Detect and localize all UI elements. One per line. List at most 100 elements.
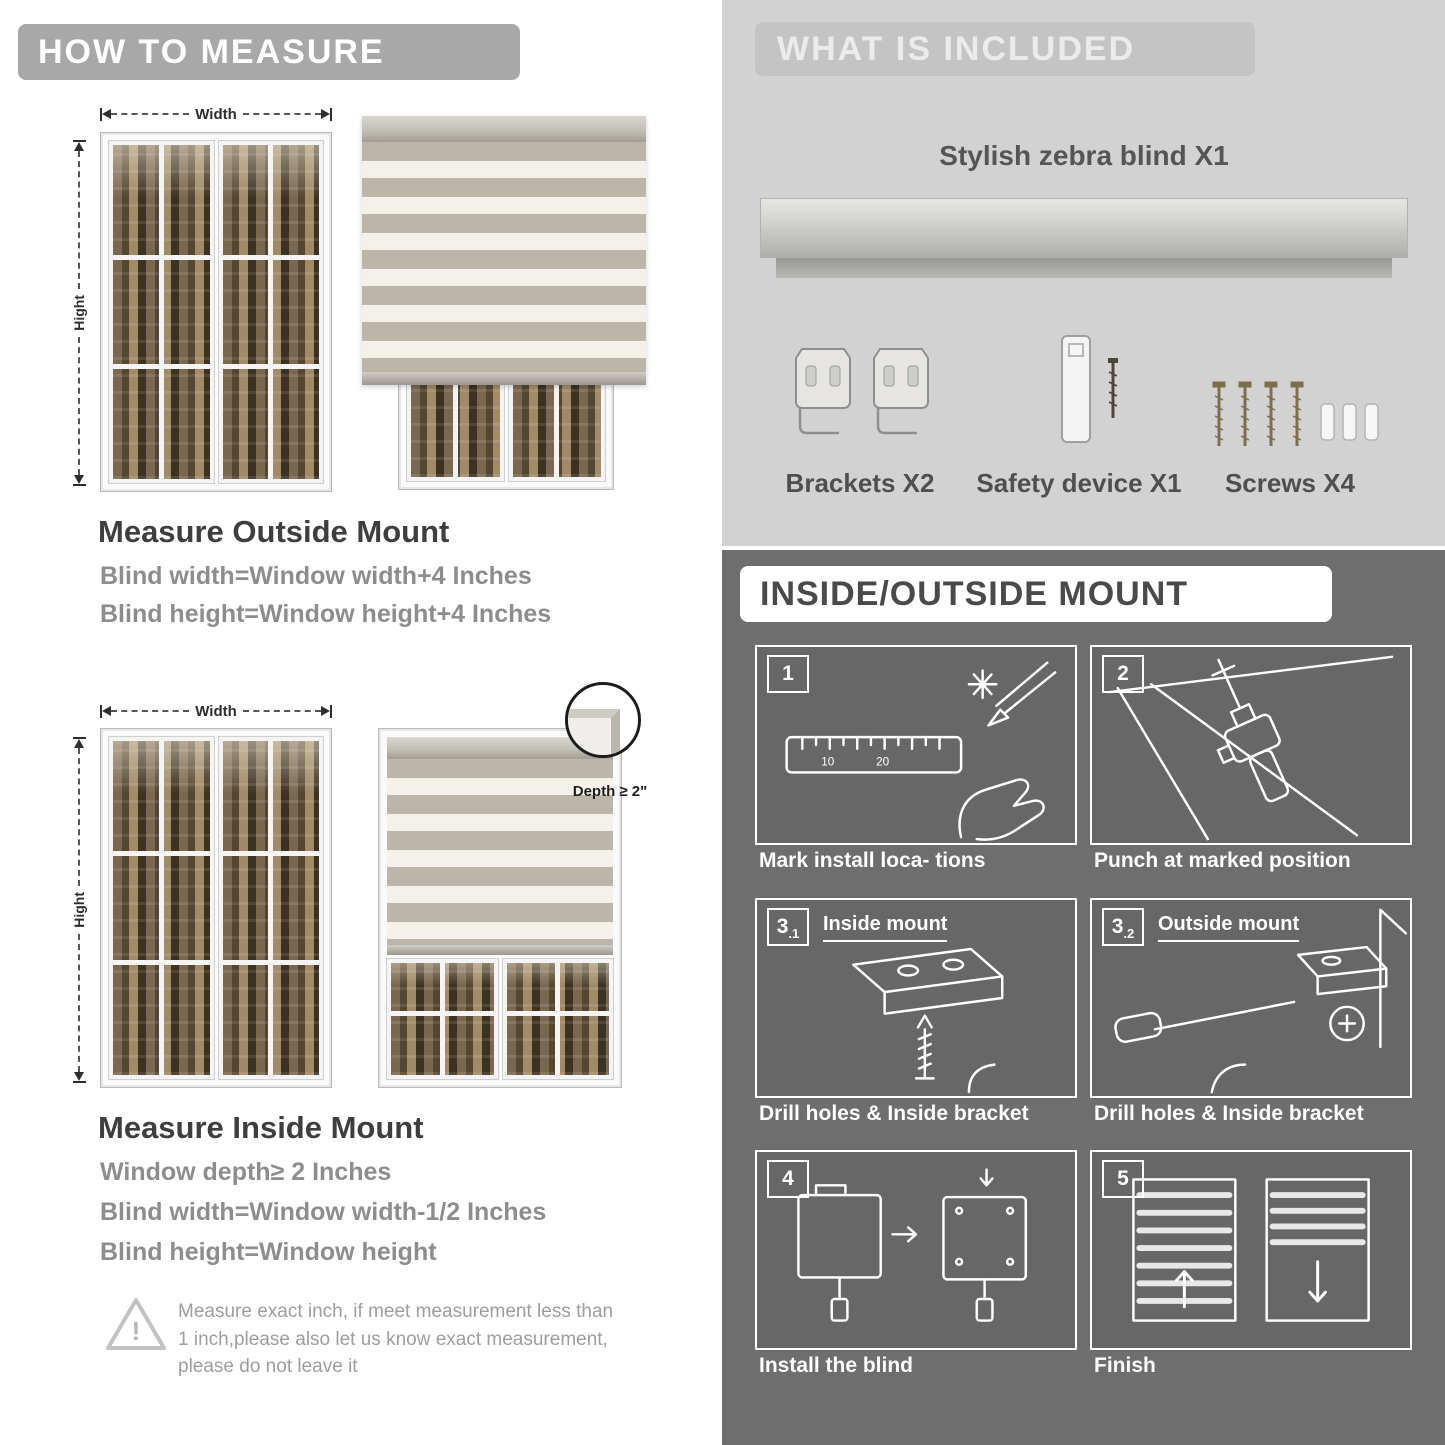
step-number-badge: 4: [767, 1160, 809, 1198]
step-panel-3-1: 3.1 Inside mount: [755, 898, 1077, 1098]
step-caption: Drill holes & Inside bracket: [759, 1102, 1029, 1125]
blind-bottom-rail: [362, 372, 646, 385]
window-illustration-inside: [100, 728, 332, 1088]
arrow-up-icon: [74, 142, 84, 151]
zebra-blind-cassette-lip: [776, 258, 1392, 278]
inside-mount-line: Blind height=Window height: [100, 1238, 437, 1266]
zebra-blind-inside: [387, 737, 613, 955]
arrow-endbar: [72, 484, 86, 487]
arrow-dash: [78, 933, 80, 1073]
screws-icon: [1212, 381, 1379, 446]
drill-illustration: [1108, 655, 1394, 841]
step-caption: Punch at marked position: [1094, 849, 1351, 872]
step-number-badge: 5: [1102, 1160, 1144, 1198]
step-caption: Mark install loca- tions: [759, 849, 986, 872]
blind-bottom-rail: [387, 945, 613, 955]
step-number-badge: 3.1: [767, 908, 809, 946]
width-arrow: Width: [100, 105, 333, 123]
arrow-dash: [111, 710, 190, 712]
arrow-endbar: [100, 704, 102, 718]
arrow-endbar: [330, 107, 333, 121]
safety-device-label: Safety device X1: [976, 468, 1182, 498]
height-arrow: Hight: [70, 140, 88, 487]
warning-text: Measure exact inch, if meet measurement …: [178, 1301, 614, 1378]
window-sash: [502, 959, 613, 1079]
height-label: Hight: [71, 892, 87, 928]
blind-stripes: [387, 759, 613, 945]
arrow-dash: [78, 748, 80, 887]
arrow-dash: [78, 151, 80, 290]
window-sash: [218, 141, 323, 483]
step-number-badge: 1: [767, 655, 809, 693]
svg-text:20: 20: [876, 756, 890, 769]
frame-corner-detail: [568, 709, 620, 755]
outside-bracket-illustration: [1114, 908, 1408, 1094]
arrow-right-icon: [321, 109, 331, 119]
arrow-down-icon: [74, 1072, 84, 1082]
window-sash: [109, 737, 214, 1079]
arrow-endbar: [72, 1081, 86, 1084]
arrow-endbar: [100, 107, 102, 121]
safety-device-icon: [1061, 335, 1118, 443]
step-caption: Drill holes & Inside bracket: [1094, 1102, 1364, 1125]
step-panel-5: 5: [1090, 1150, 1412, 1350]
screws-label: Screws X4: [1224, 468, 1356, 498]
outside-mount-title: Measure Outside Mount: [98, 514, 450, 549]
how-to-measure-header: HOW TO MEASURE: [18, 24, 520, 80]
warning-icon: !: [106, 1298, 166, 1350]
window-sash: [387, 959, 498, 1079]
arrow-down-icon: [74, 475, 84, 485]
arrow-left-icon: [102, 706, 111, 716]
step-panel-4: 4: [755, 1150, 1077, 1350]
height-arrow: Hight: [70, 737, 88, 1084]
step-title: Outside mount: [1158, 913, 1300, 942]
step-number-badge: 3.2: [1102, 908, 1144, 946]
inside-mount-line: Window depth≥ 2 Inches: [100, 1158, 392, 1186]
window-sash: [109, 141, 214, 483]
depth-label: Depth ≥ 2": [572, 783, 648, 800]
arrow-left-icon: [102, 109, 111, 119]
finish-illustration: [1132, 1178, 1370, 1322]
blind-stripes: [362, 142, 646, 372]
arrow-endbar: [72, 140, 86, 142]
height-label: Hight: [71, 295, 87, 331]
brackets-icon: [795, 348, 929, 435]
width-label: Width: [195, 702, 237, 720]
mark-location-illustration: 10 20: [785, 661, 1057, 841]
inside-mount-line: Blind width=Window width-1/2 Inches: [100, 1198, 547, 1226]
blind-cassette: [362, 116, 646, 142]
step-caption: Install the blind: [759, 1354, 914, 1377]
arrow-endbar: [72, 737, 86, 739]
svg-text:10: 10: [821, 756, 835, 769]
inside-mount-title: Measure Inside Mount: [98, 1110, 424, 1145]
svg-text:!: !: [132, 1316, 141, 1346]
arrow-up-icon: [74, 739, 84, 748]
step-panel-3-2: 3.2 Outside mount: [1090, 898, 1412, 1098]
step-caption: Finish: [1094, 1354, 1156, 1377]
width-label: Width: [195, 105, 237, 123]
zebra-blind-outside: [362, 116, 646, 385]
arrow-endbar: [330, 704, 333, 718]
brackets-label: Brackets X2: [785, 468, 935, 498]
mount-header: INSIDE/OUTSIDE MOUNT: [740, 566, 1332, 622]
inside-bracket-illustration: [852, 947, 1004, 1094]
blind-cassette: [387, 737, 613, 759]
arrow-dash: [111, 113, 190, 115]
step-panel-2: 2: [1090, 645, 1412, 845]
product-label: Stylish zebra blind X1: [939, 140, 1229, 171]
outside-mount-line: Blind height=Window height+4 Inches: [100, 600, 552, 628]
arrow-dash: [78, 336, 80, 476]
arrow-dash: [242, 113, 322, 115]
install-blind-illustration: [797, 1168, 1027, 1322]
step-number-badge: 2: [1102, 655, 1144, 693]
zebra-blind-cassette: [760, 198, 1408, 258]
window-lower-panes: [387, 959, 613, 1079]
what-is-included-header: WHAT IS INCLUDED: [755, 22, 1255, 76]
window-illustration-outside: [100, 132, 332, 492]
outside-mount-line: Blind width=Window width+4 Inches: [100, 562, 532, 590]
step-title: Inside mount: [823, 913, 948, 942]
width-arrow: Width: [100, 702, 333, 720]
depth-detail-circle: [565, 682, 641, 758]
arrow-right-icon: [321, 706, 331, 716]
